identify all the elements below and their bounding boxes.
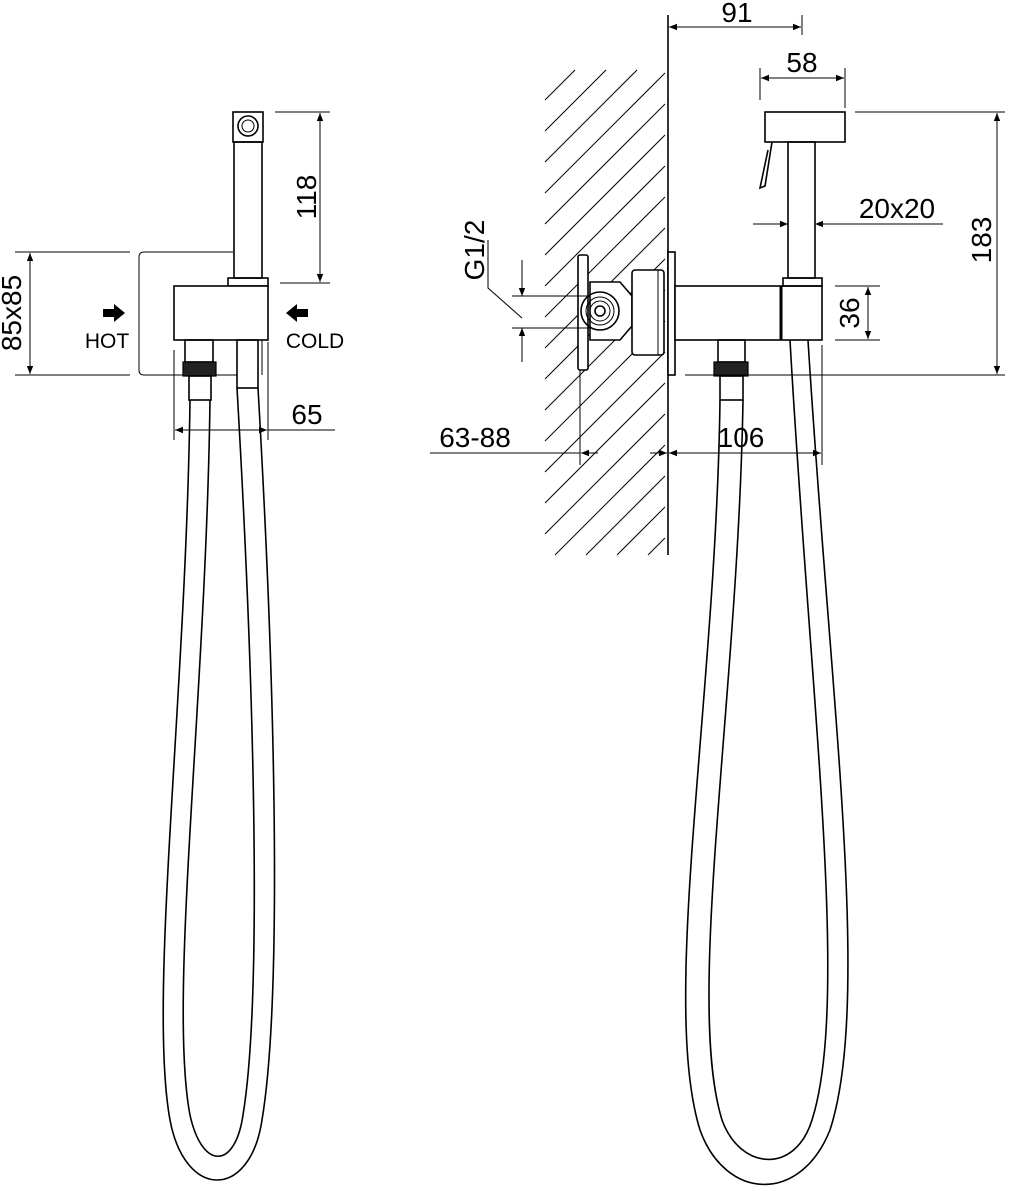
dim-85x85-label: 85x85: [0, 275, 27, 351]
right-view: 91 58 20x20 183 36 G1/2 63-88: [430, 0, 1005, 1186]
hatch-line: [544, 413, 666, 535]
hatch-line: [544, 196, 666, 318]
dim-183-label: 183: [966, 217, 997, 264]
nozzle-inner: [241, 119, 255, 133]
cold-arrow-icon: [286, 304, 308, 322]
spout-collar: [227, 277, 269, 287]
outlet-knurled-nut: [713, 361, 749, 377]
hose-inner-right: [708, 339, 829, 1161]
hot-knurled-nut: [182, 361, 217, 377]
dim-20x20-label: 20x20: [859, 193, 935, 224]
spray-nozzle-icon: [237, 115, 259, 137]
hose-inner: [182, 387, 256, 1157]
trigger-lever: [758, 141, 773, 190]
dim-g12-label: G1/2: [459, 220, 490, 281]
valve-core: [594, 305, 606, 317]
hatch-line: [544, 165, 666, 287]
spout-tube: [233, 141, 263, 279]
dim-65-label: 65: [291, 399, 322, 430]
hot-arrow-icon: [103, 304, 125, 322]
spout-collar-right: [782, 277, 823, 287]
dim-118-label: 118: [291, 175, 322, 220]
hose-outer: [162, 387, 276, 1181]
hatch-line: [544, 69, 607, 132]
handle-plate: [577, 254, 589, 371]
spout-tube-right: [787, 141, 816, 279]
hatch-line: [544, 69, 638, 163]
hatch-line: [544, 134, 666, 256]
outlet-fitting: [717, 339, 746, 363]
wall-flange: [667, 251, 676, 376]
spray-head-right: [764, 111, 846, 143]
hatch-line: [647, 537, 666, 556]
valve-body: [173, 285, 269, 341]
dim-58-label: 58: [786, 47, 817, 78]
dim-106-label: 106: [718, 422, 765, 453]
hot-fitting: [184, 339, 214, 363]
hatch-line: [544, 351, 666, 473]
wall-plate-outline: [138, 251, 237, 376]
dim-91-label: 91: [721, 0, 752, 28]
valve-outer-ring: [580, 291, 620, 331]
hot-hose-connector: [188, 375, 212, 401]
left-view: 118 85x85 65 HOT COLD: [0, 111, 344, 1181]
angle-body: [674, 285, 823, 341]
hatch-line: [585, 475, 666, 556]
dim-36-label: 36: [834, 297, 865, 328]
cold-fitting: [236, 339, 259, 389]
hose-outer-right: [684, 339, 849, 1186]
dim-63-88-label: 63-88: [439, 422, 511, 453]
outlet-connector: [719, 375, 744, 401]
hatch-line: [544, 382, 666, 504]
hatch-line: [554, 444, 666, 556]
hatch-line: [544, 103, 666, 225]
valve-hex: [589, 281, 633, 341]
hatch-line: [544, 69, 576, 101]
hot-label: HOT: [85, 330, 130, 353]
hatch-line: [616, 506, 666, 556]
valve-mid-ring: [585, 296, 615, 326]
valve-inner-ring: [589, 300, 611, 322]
hatch-line: [544, 72, 666, 194]
cold-label: COLD: [286, 330, 344, 353]
cartridge-nut: [631, 269, 665, 356]
